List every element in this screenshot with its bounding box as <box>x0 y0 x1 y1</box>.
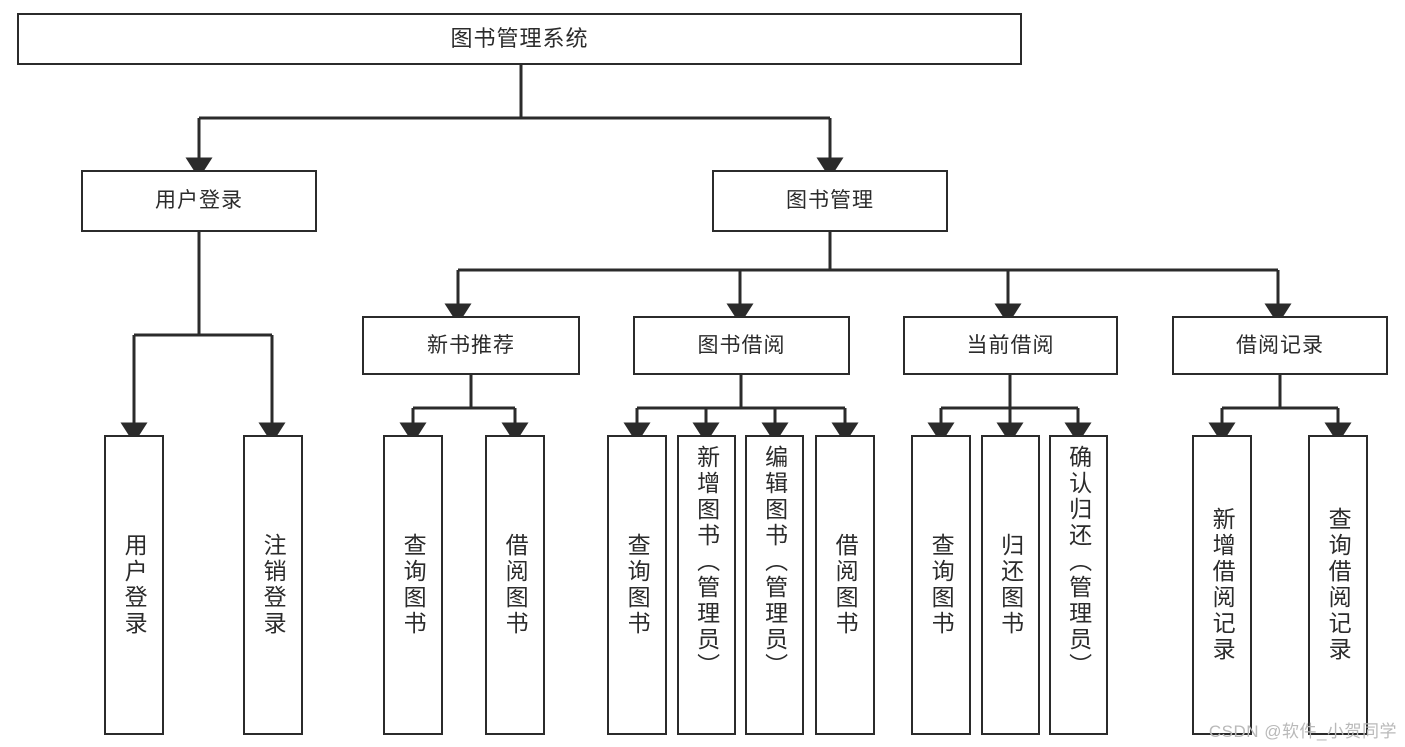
node-user-login-label: 用户登录 <box>155 189 243 213</box>
leaf-br-add-record[interactable]: 新增借阅记录 <box>1192 435 1252 735</box>
leaf-nbr-borrow-book-label: 借阅图书 <box>502 533 529 637</box>
leaf-cb-query-book-label: 查询图书 <box>928 533 955 637</box>
leaf-bb-borrow-book-label: 借阅图书 <box>832 533 859 637</box>
leaf-cb-return-book-label: 归还图书 <box>997 533 1024 637</box>
leaf-user-login[interactable]: 用户登录 <box>104 435 164 735</box>
leaf-user-login-label: 用户登录 <box>121 533 148 637</box>
node-book-borrow[interactable]: 图书借阅 <box>633 316 850 375</box>
leaf-cb-query-book[interactable]: 查询图书 <box>911 435 971 735</box>
node-borrow-records[interactable]: 借阅记录 <box>1172 316 1388 375</box>
leaf-logout-label: 注销登录 <box>260 533 287 637</box>
leaf-nbr-borrow-book[interactable]: 借阅图书 <box>485 435 545 735</box>
node-user-login[interactable]: 用户登录 <box>81 170 317 232</box>
leaf-nbr-query-book-label: 查询图书 <box>400 533 427 637</box>
leaf-bb-add-book-admin[interactable]: 新增图书（管理员） <box>677 435 736 735</box>
node-new-book-recommendation-label: 新书推荐 <box>427 333 515 357</box>
node-root-label: 图书管理系统 <box>450 25 589 51</box>
node-book-management[interactable]: 图书管理 <box>712 170 948 232</box>
leaf-bb-add-book-admin-label: 新增图书（管理员） <box>693 445 720 679</box>
leaf-logout[interactable]: 注销登录 <box>243 435 303 735</box>
leaf-bb-edit-book-admin[interactable]: 编辑图书（管理员） <box>745 435 804 735</box>
leaf-bb-borrow-book[interactable]: 借阅图书 <box>815 435 875 735</box>
watermark: CSDN @软件_小贺同学 <box>1208 722 1397 741</box>
leaf-br-query-record-label: 查询借阅记录 <box>1325 507 1352 663</box>
leaf-bb-query-book[interactable]: 查询图书 <box>607 435 667 735</box>
leaf-cb-confirm-return-admin-label: 确认归还（管理员） <box>1065 445 1092 679</box>
leaf-br-add-record-label: 新增借阅记录 <box>1209 507 1236 663</box>
leaf-bb-query-book-label: 查询图书 <box>624 533 651 637</box>
leaf-cb-return-book[interactable]: 归还图书 <box>981 435 1040 735</box>
leaf-cb-confirm-return-admin[interactable]: 确认归还（管理员） <box>1049 435 1108 735</box>
leaf-bb-edit-book-admin-label: 编辑图书（管理员） <box>761 445 788 679</box>
node-current-borrow[interactable]: 当前借阅 <box>903 316 1118 375</box>
node-book-borrow-label: 图书借阅 <box>697 333 786 357</box>
node-new-book-recommendation[interactable]: 新书推荐 <box>362 316 580 375</box>
node-book-management-label: 图书管理 <box>786 189 874 213</box>
leaf-br-query-record[interactable]: 查询借阅记录 <box>1308 435 1368 735</box>
node-root[interactable]: 图书管理系统 <box>17 13 1022 65</box>
node-current-borrow-label: 当前借阅 <box>966 333 1055 357</box>
node-borrow-records-label: 借阅记录 <box>1236 333 1324 357</box>
leaf-nbr-query-book[interactable]: 查询图书 <box>383 435 443 735</box>
